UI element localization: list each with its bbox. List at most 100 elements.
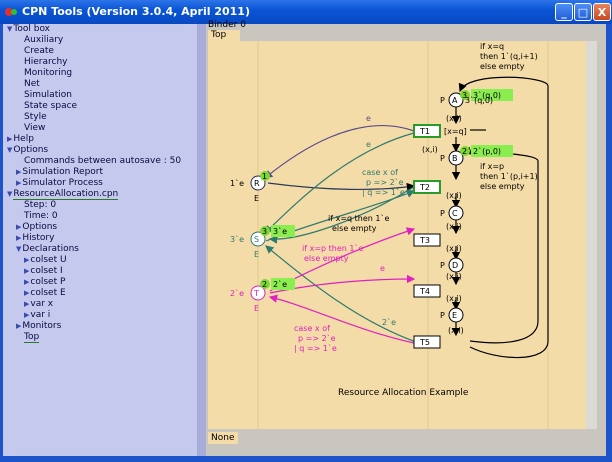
arc-expression: if x=q	[480, 42, 504, 51]
arc-expression: p => 2`e	[298, 333, 336, 343]
vertical-scrollbar[interactable]	[586, 41, 597, 429]
arc-label: e	[366, 140, 371, 149]
tree-item-history[interactable]: ▶History	[16, 233, 54, 244]
arc-expression: if x=p then 1`e	[302, 243, 363, 253]
place-b[interactable]: B	[448, 150, 464, 166]
transition-t3[interactable]: T3	[413, 233, 441, 247]
tree-item-var-i[interactable]: ▶var i	[24, 310, 50, 321]
expanded-triangle-icon: ▼	[16, 245, 22, 253]
transition-t5[interactable]: T5	[413, 335, 441, 349]
app-icon	[5, 8, 17, 16]
tab-none[interactable]: None	[208, 432, 238, 444]
init-marking-t: 2`e	[230, 288, 244, 298]
panel-divider[interactable]	[197, 24, 206, 456]
minimize-button[interactable]: _	[555, 3, 573, 21]
arc-expression: else empty	[480, 182, 525, 191]
transition-label: T5	[419, 338, 430, 347]
tree-item-colset-p[interactable]: ▶colset P	[24, 277, 65, 288]
transition-t2[interactable]: T2	[413, 180, 441, 194]
collapsed-triangle-icon: ▶	[16, 234, 22, 242]
tree-item-declarations[interactable]: ▼Declarations	[16, 244, 79, 255]
type-label: P	[440, 261, 445, 270]
marking-label: 2`e	[273, 279, 287, 289]
tree-item-create[interactable]: Create	[24, 46, 54, 56]
tree-item-monitors[interactable]: ▶Monitors	[16, 321, 61, 332]
tree-item-colset-e[interactable]: ▶colset E	[24, 288, 66, 299]
arc-label: (x,i)	[446, 272, 462, 281]
arc-label: (x,i)	[446, 294, 462, 303]
place-d[interactable]: D	[448, 257, 464, 273]
tree-item-colset-u[interactable]: ▶colset U	[24, 255, 67, 266]
tree-item-view[interactable]: View	[24, 123, 46, 133]
title-bar[interactable]: CPN Tools (Version 3.0.4, April 2011) _ …	[0, 0, 612, 24]
token-count: 3	[262, 227, 267, 236]
tree-item-file-options[interactable]: ▶Options	[16, 222, 57, 233]
tree-item-state-space[interactable]: State space	[24, 101, 78, 111]
tree-item-hierarchy[interactable]: Hierarchy	[24, 57, 68, 67]
transition-t4[interactable]: T4	[413, 284, 441, 298]
main-arcs	[451, 76, 549, 359]
collapsed-triangle-icon: ▶	[24, 311, 30, 319]
expanded-triangle-icon: ▼	[7, 25, 13, 33]
place-t[interactable]: T	[250, 285, 266, 301]
marking-label: 3`e	[273, 226, 287, 236]
tree-item-net[interactable]: Net	[24, 79, 40, 89]
marking-s: 3 3`e	[260, 225, 295, 237]
place-e[interactable]: E	[448, 307, 464, 323]
place-s[interactable]: S	[250, 231, 266, 247]
arc-expression: if x=p	[480, 162, 504, 171]
arc-expression: | q => 1`e	[294, 343, 337, 353]
tree-item-colset-i[interactable]: ▶colset I	[24, 266, 63, 277]
tree-item-var-x[interactable]: ▶var x	[24, 299, 53, 310]
arc-expression: if x=q then 1`e	[328, 213, 389, 223]
init-marking-r: 1`e	[230, 178, 244, 188]
marking-r: 1	[260, 171, 270, 181]
collapsed-triangle-icon: ▶	[16, 179, 22, 187]
tree-item-style[interactable]: Style	[24, 112, 47, 122]
arc-expression: then 1`(q,i+1)	[480, 51, 538, 61]
place-a[interactable]: A	[448, 92, 464, 108]
tree-item-options[interactable]: ▼Options	[7, 145, 48, 156]
tree-label: colset U	[30, 255, 67, 265]
arc-expression: case x of	[294, 324, 330, 333]
place-label: B	[452, 154, 458, 163]
tree-item-help[interactable]: ▶Help	[7, 134, 34, 145]
tree-label: colset I	[30, 266, 63, 276]
tree-item-step: Step: 0	[24, 200, 57, 210]
arc-r-t2	[267, 182, 416, 192]
transition-label: T2	[419, 183, 430, 192]
tree-item-toolbox[interactable]: ▼Tool box	[7, 24, 50, 35]
transition-t1[interactable]: T1	[413, 124, 441, 138]
tree-item-simulation[interactable]: Simulation	[24, 90, 72, 100]
collapsed-triangle-icon: ▶	[24, 300, 30, 308]
tree-item-file[interactable]: ▼ResourceAllocation.cpn	[7, 189, 119, 200]
collapsed-triangle-icon: ▶	[16, 322, 22, 330]
arc-label: e	[380, 264, 385, 273]
arc-expression: else empty	[304, 254, 349, 263]
tree-item-top[interactable]: Top	[24, 332, 40, 343]
init-marking-a: 3`(q,0)	[465, 95, 493, 105]
place-c[interactable]: C	[448, 205, 464, 221]
tree-item-monitoring[interactable]: Monitoring	[24, 68, 73, 78]
tree-item-autosave[interactable]: Commands between autosave : 50	[24, 156, 182, 166]
tab-top[interactable]: Top	[208, 30, 240, 41]
arc-expression: p => 2`e	[366, 177, 404, 187]
close-button[interactable]: X	[593, 3, 611, 21]
tree-label: colset E	[30, 288, 66, 298]
collapsed-triangle-icon: ▶	[24, 289, 30, 297]
tree-item-sim-process[interactable]: ▶Simulator Process	[16, 178, 103, 189]
tree-label: Declarations	[22, 244, 79, 254]
arc-expression: else empty	[480, 62, 525, 71]
marking-label: 3`(q,0)	[473, 90, 501, 100]
tree-item-sim-report[interactable]: ▶Simulation Report	[16, 167, 103, 178]
petri-net-diagram[interactable]: A B C D E R S T T1 [x=q] T2 T3	[208, 41, 586, 429]
guard-t1: [x=q]	[444, 127, 467, 136]
arc-expression: then 1`(p,i+1)	[480, 171, 538, 181]
tree-item-auxiliary[interactable]: Auxiliary	[24, 35, 64, 45]
init-marking-s: 3`e	[230, 234, 244, 244]
collapsed-triangle-icon: ▶	[24, 278, 30, 286]
type-label: P	[440, 96, 445, 105]
maximize-button[interactable]: □	[574, 3, 592, 21]
expanded-triangle-icon: ▼	[7, 146, 13, 154]
tree-label: colset P	[30, 277, 66, 287]
